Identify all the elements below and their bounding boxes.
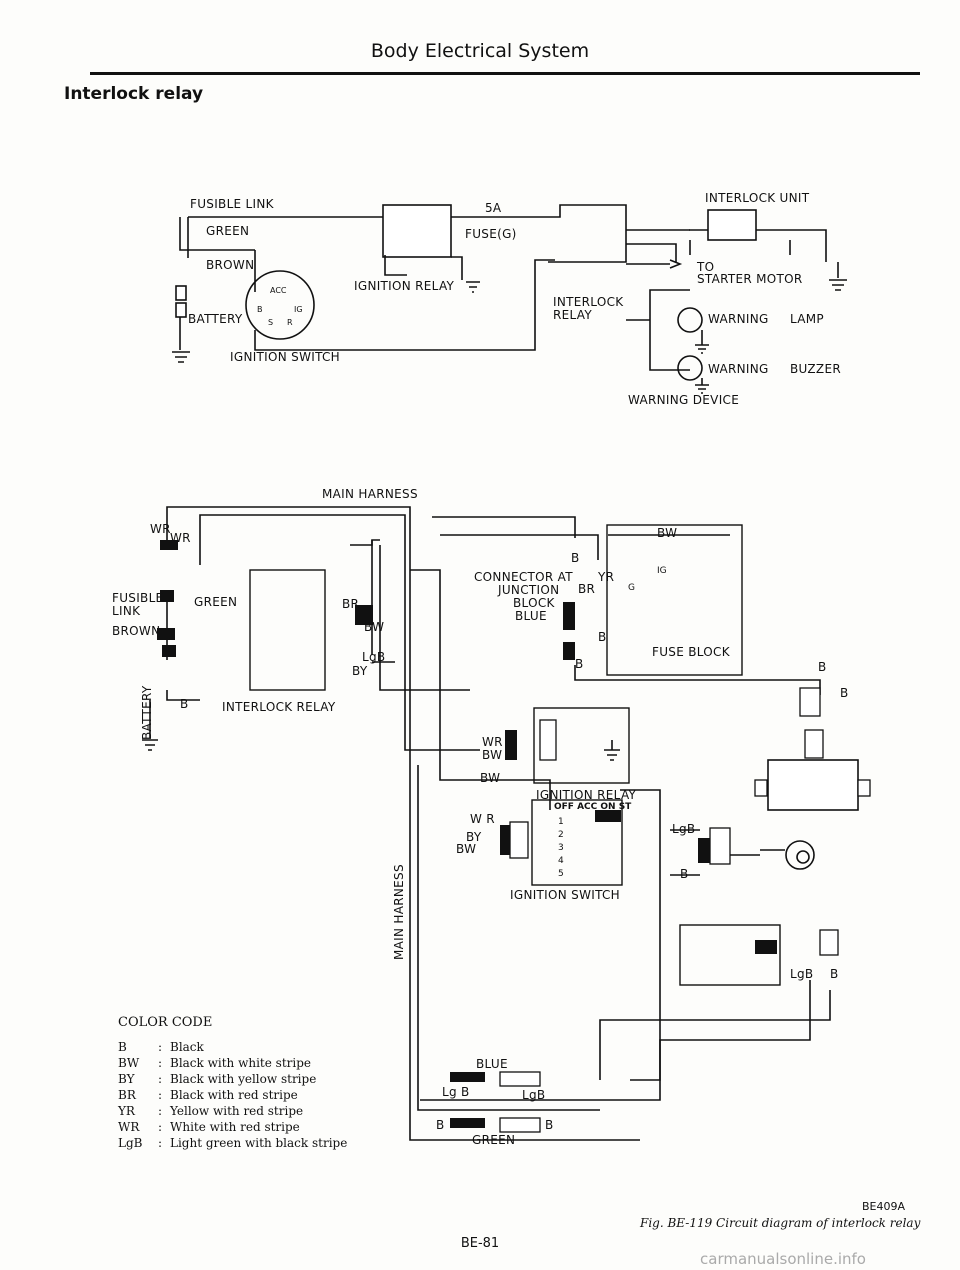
label-main-harness: MAIN HARNESS	[322, 487, 418, 501]
label-relay: RELAY	[553, 308, 592, 322]
label-ig-fb: IG	[657, 566, 667, 576]
label-ignition-relay-h: IGNITION RELAY	[536, 788, 637, 802]
color-code-entry: BW:Black with white stripe	[118, 1056, 312, 1070]
connector-outlines	[499, 687, 871, 1133]
label-green-bottom: GREEN	[472, 1133, 516, 1147]
figure-caption: Fig. BE-119 Circuit diagram of interlock…	[640, 1216, 921, 1230]
label-b-conn: B	[571, 551, 580, 565]
label-wr-2: WR	[170, 531, 191, 545]
label-connector-1: CONNECTOR AT	[474, 570, 573, 584]
label-lgb: LgB	[362, 650, 386, 664]
page-header: Body Electrical System	[370, 40, 590, 62]
header-rule	[90, 72, 920, 75]
label-warning-buzzer-1: WARNING	[708, 362, 769, 376]
label-bw-ir2: BW	[480, 771, 501, 785]
label-lgb-r: LgB	[672, 822, 696, 836]
label-ignition-switch: IGNITION SWITCH	[230, 350, 341, 364]
label-fuse-g: FUSE(G)	[465, 227, 517, 241]
color-code-entry: BR:Black with red stripe	[118, 1088, 298, 1102]
label-blue-bottom: BLUE	[476, 1057, 508, 1071]
label-interlock: INTERLOCK	[553, 295, 624, 309]
label-warning-device: WARNING DEVICE	[628, 393, 740, 407]
color-code-entry: BY:Black with yellow stripe	[118, 1072, 317, 1086]
label-s: S	[268, 318, 274, 327]
label-bw-top: BW	[657, 526, 678, 540]
connector-glyphs	[157, 540, 777, 1128]
label-warning-lamp-2: LAMP	[790, 312, 824, 326]
label-by-is: BY	[466, 830, 482, 844]
label-battery: BATTERY	[188, 312, 243, 326]
label-ig: IG	[294, 305, 303, 314]
label-link: LINK	[112, 604, 141, 618]
label-brown-h: BROWN	[112, 624, 161, 638]
switch-table-header: OFF ACC ON ST	[554, 802, 632, 812]
label-blue: BLUE	[515, 609, 547, 623]
label-fuse-amp: 5A	[485, 201, 502, 215]
label-green-h: GREEN	[194, 595, 238, 609]
section-title: Interlock relay	[64, 84, 204, 104]
color-code-entry: WR:White with red stripe	[118, 1120, 300, 1134]
label-to: TO	[697, 260, 715, 274]
label-bw-ir: BW	[482, 748, 503, 762]
label-lgb-bl: Lg B	[442, 1085, 470, 1099]
watermark: carmanualsonline.info	[700, 1250, 866, 1268]
page-number: BE-81	[460, 1236, 500, 1251]
label-wr-1: WR	[150, 522, 171, 536]
label-br2: BR	[578, 582, 596, 596]
label-connector-2: JUNCTION	[498, 583, 560, 597]
label-b-battery: B	[180, 697, 189, 711]
label-bw: BW	[364, 620, 385, 634]
label-b-right: B	[818, 660, 827, 674]
label-wr-ir: WR	[482, 735, 503, 749]
label-fusible: FUSIBLE	[112, 591, 164, 605]
label-br: BR	[342, 597, 360, 611]
label-battery-vertical: BATTERY	[140, 685, 154, 740]
label-starter-motor: STARTER MOTOR	[697, 272, 803, 286]
color-code-entry: LgB:Light green with black stripe	[118, 1136, 348, 1150]
label-b-r: B	[680, 867, 689, 881]
label-lgb-bottom: LgB	[790, 967, 814, 981]
label-bw-is: BW	[456, 842, 477, 856]
label-b-switch: B	[257, 305, 263, 314]
label-b-gr: B	[545, 1118, 554, 1132]
label-lgb-br: LgB	[522, 1088, 546, 1102]
label-main-harness-vertical: MAIN HARNESS	[392, 864, 406, 960]
label-green: GREEN	[206, 224, 250, 238]
label-b-bottom: B	[830, 967, 839, 981]
label-ignition-relay: IGNITION RELAY	[354, 279, 455, 293]
label-b-gl: B	[436, 1118, 445, 1132]
harness-diagram	[142, 506, 859, 1141]
color-code-title: COLOR CODE	[118, 1015, 213, 1030]
label-ignition-switch-h: IGNITION SWITCH	[510, 888, 621, 902]
label-b-right2: B	[840, 686, 849, 700]
label-warning-buzzer-2: BUZZER	[790, 362, 841, 376]
label-b-jb2: B	[575, 657, 584, 671]
label-interlock-relay: INTERLOCK RELAY	[222, 700, 336, 714]
label-yr: YR	[598, 570, 615, 584]
label-acc: ACC	[270, 286, 287, 295]
label-g-fb: G	[628, 583, 635, 593]
color-code-entry: YR:Yellow with red stripe	[118, 1104, 304, 1118]
label-fuse-block: FUSE BLOCK	[652, 645, 730, 659]
figure-code: BE409A	[862, 1200, 906, 1213]
label-fusible-link: FUSIBLE LINK	[190, 197, 274, 211]
label-interlock-unit: INTERLOCK UNIT	[705, 191, 810, 205]
label-warning-lamp-1: WARNING	[708, 312, 769, 326]
label-b-jb: B	[598, 630, 607, 644]
label-w-r: W R	[470, 812, 495, 826]
color-code-list: B:Black BW:Black with white stripe BY:Bl…	[118, 1040, 418, 1160]
color-code-entry: B:Black	[118, 1040, 204, 1054]
label-brown: BROWN	[206, 258, 255, 272]
label-by: BY	[352, 664, 368, 678]
top-schematic	[172, 204, 847, 394]
label-r: R	[287, 318, 293, 327]
label-connector-3: BLOCK	[513, 596, 555, 610]
